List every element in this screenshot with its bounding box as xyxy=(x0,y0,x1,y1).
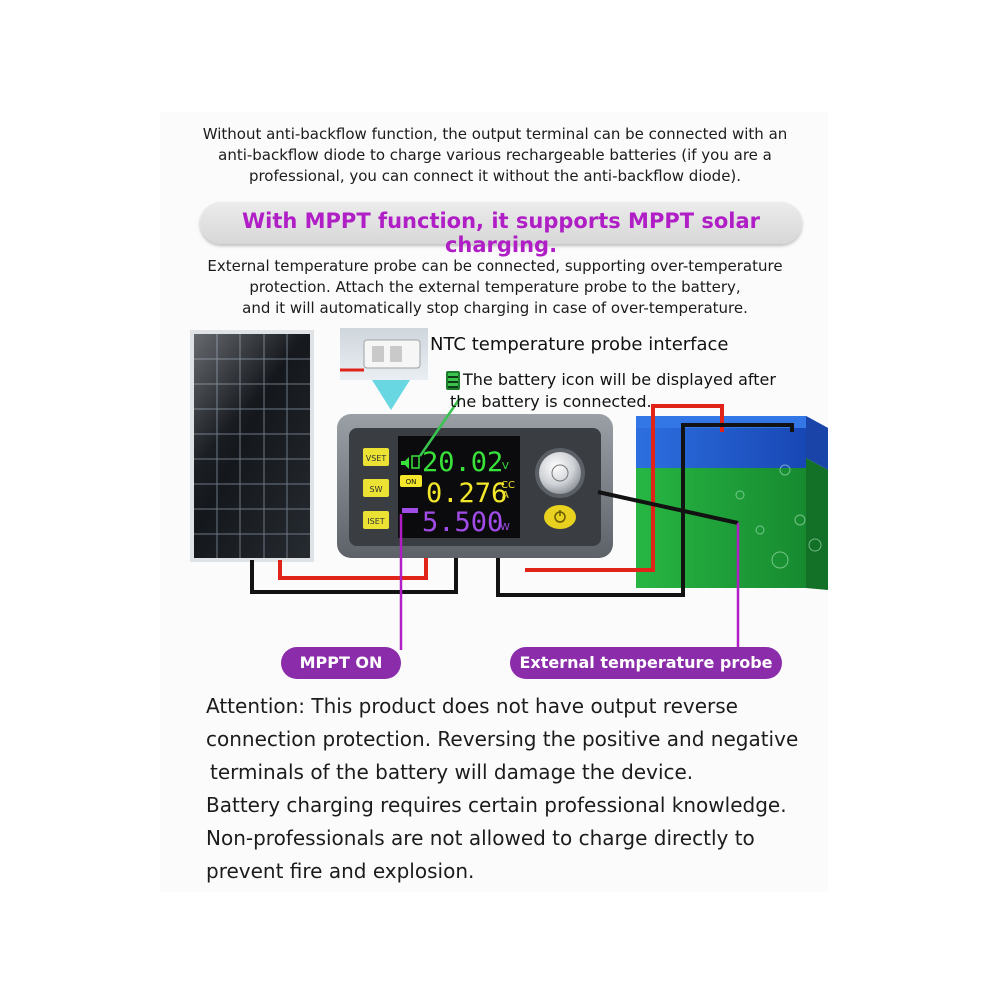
mppt-on-tag: MPPT ON xyxy=(281,647,401,679)
probe-intro-text: External temperature probe can be connec… xyxy=(170,256,820,319)
attention-line: connection protection. Reversing the pos… xyxy=(206,727,799,751)
current-readout: 0.276 xyxy=(426,478,507,509)
intro-line: anti-backflow diode to charge various re… xyxy=(218,146,772,164)
callout-lines xyxy=(399,397,740,650)
battery-pack xyxy=(636,416,828,590)
probe-intro-line: External temperature probe can be connec… xyxy=(207,257,783,275)
external-probe-tag: External temperature probe xyxy=(510,647,782,679)
attention-line: prevent fire and explosion. xyxy=(206,859,475,883)
sw-label: SW xyxy=(370,485,383,494)
power-readout: 5.500 xyxy=(422,507,503,538)
attention-line: Non-professionals are not allowed to cha… xyxy=(206,826,755,850)
attention-text: Attention: This product does not have ou… xyxy=(206,690,826,888)
iset-button[interactable]: ISET xyxy=(363,511,389,529)
mode-indicator: CC xyxy=(501,480,515,491)
battery-wires xyxy=(496,404,794,597)
vset-button[interactable]: VSET xyxy=(363,448,389,466)
solar-panel xyxy=(190,330,314,562)
probe-intro-line: protection. Attach the external temperat… xyxy=(249,278,741,296)
battery-callout-line: the battery is connected. xyxy=(450,392,652,411)
ntc-callout: NTC temperature probe interface xyxy=(430,334,729,355)
intro-line: professional, you can connect it without… xyxy=(248,167,742,185)
power-unit: W xyxy=(500,522,510,533)
iset-label: ISET xyxy=(367,517,384,526)
sw-button[interactable]: SW xyxy=(363,479,389,497)
attention-line: Attention: This product does not have ou… xyxy=(206,694,738,718)
probe-intro-line: and it will automatically stop charging … xyxy=(242,299,748,317)
battery-icon-callout: The battery icon will be displayed after… xyxy=(446,369,776,413)
mppt-banner-text: With MPPT function, it supports MPPT sol… xyxy=(241,209,761,257)
current-unit: A xyxy=(502,490,509,501)
on-badge-label: ON xyxy=(406,478,417,486)
voltage-unit: V xyxy=(502,461,509,472)
on-badge xyxy=(400,475,422,487)
speaker-icon xyxy=(401,457,409,469)
mppt-indicator xyxy=(402,508,418,513)
battery-icon xyxy=(446,370,460,390)
vset-label: VSET xyxy=(366,454,387,463)
mppt-banner xyxy=(200,202,802,244)
attention-line: terminals of the battery will damage the… xyxy=(210,760,694,784)
solar-wires xyxy=(250,558,458,594)
lcd-battery-icon xyxy=(411,455,420,469)
battery-callout-line: The battery icon will be displayed after xyxy=(463,370,776,389)
intro-line: Without anti-backflow function, the outp… xyxy=(202,125,788,143)
ntc-interface-photo xyxy=(340,328,428,410)
power-button[interactable] xyxy=(544,505,576,529)
voltage-readout: 20.02 xyxy=(422,447,503,478)
intro-text: Without anti-backflow function, the outp… xyxy=(170,124,820,187)
attention-line: Battery charging requires certain profes… xyxy=(206,793,787,817)
rotary-knob[interactable] xyxy=(535,448,585,498)
battery-callout-first-line: The battery icon will be displayed after xyxy=(446,369,776,391)
